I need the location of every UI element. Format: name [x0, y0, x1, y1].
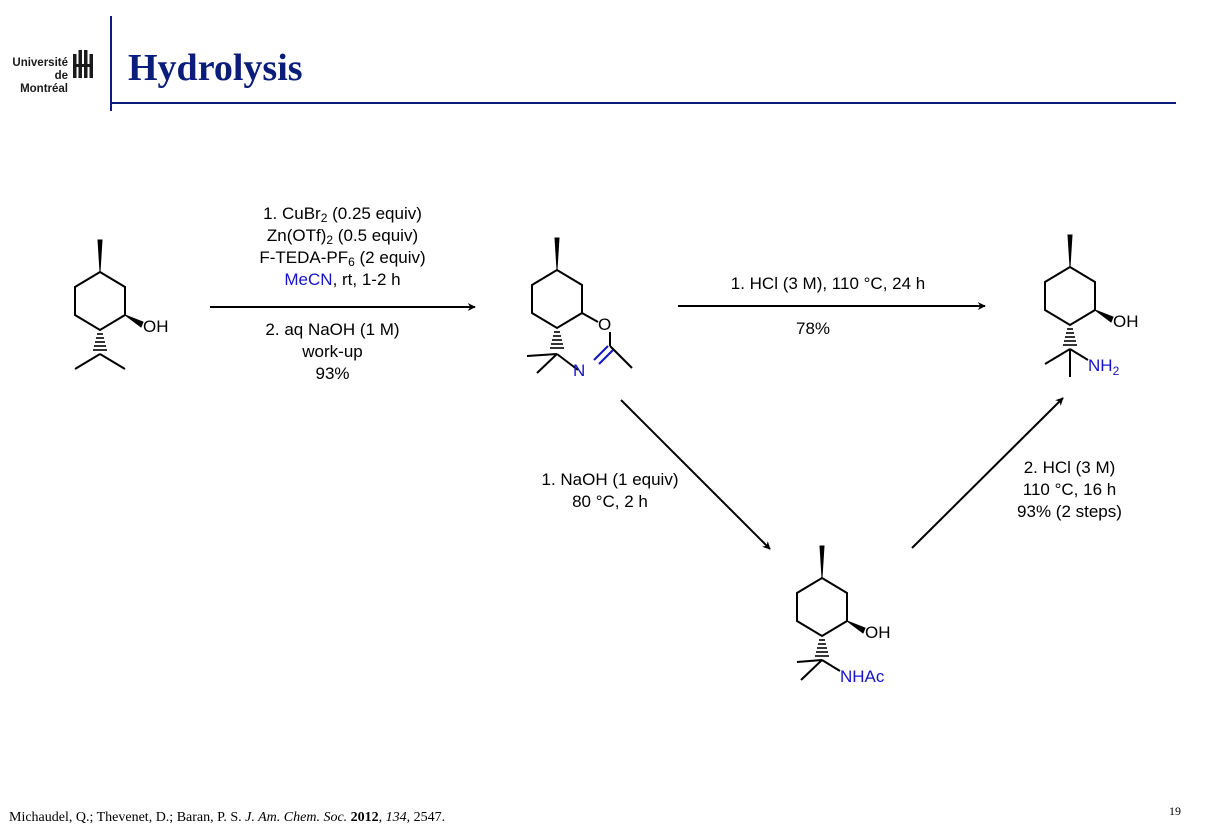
step4-line-1: 2. HCl (3 M) [1023, 458, 1116, 477]
logo-line2: de Montréal [20, 70, 68, 95]
step4-conditions: 2. HCl (3 M) 110 °C, 16 h 93% (2 steps) [992, 457, 1147, 523]
amino-alcohol-nh2-label: NH2 [1088, 356, 1120, 378]
oxazine-o-label: O [598, 315, 611, 334]
university-logo: Université de Montréal [6, 57, 68, 96]
citation-pages: , 2547. [406, 810, 446, 825]
menthol-structure [74, 239, 144, 370]
step2-upper-conditions: 1. HCl (3 M), 110 °C, 24 h [730, 274, 926, 293]
step1-yield: 93% [315, 364, 350, 383]
citation-authors: Michaudel, Q.; Thevenet, D.; Baran, P. S… [9, 810, 242, 825]
step1-lower-conditions: 2. aq NaOH (1 M) work-up 93% [210, 319, 455, 385]
reaction-arrow-3 [620, 399, 771, 550]
acetamide-oh-label: OH [865, 623, 891, 642]
solvent-label: MeCN [284, 270, 333, 289]
step1-upper-conditions: 1. CuBr2 (0.25 equiv) Zn(OTf)2 (0.5 equi… [210, 203, 475, 291]
citation-volume: 134 [385, 810, 407, 825]
logo-line1: Université [12, 57, 68, 69]
amino-alcohol-oh-label: OH [1113, 312, 1139, 331]
citation-year: 2012 [350, 810, 379, 825]
step1-line-2: Zn(OTf)2 (0.5 equiv) [266, 226, 419, 247]
citation-journal: J. Am. Chem. Soc. [245, 810, 348, 825]
step1-lower-line-2: work-up [302, 342, 363, 361]
step4-line-2: 110 °C, 16 h [1022, 480, 1117, 499]
step1-line-3: F-TEDA-PF6 (2 equiv) [259, 248, 426, 269]
amino-alcohol-structure [1044, 234, 1114, 377]
step1-line-4: MeCN, rt, 1-2 h [284, 270, 401, 289]
logo-emblem-icon [73, 50, 93, 78]
step1-lower-line-1: 2. aq NaOH (1 M) [265, 320, 400, 339]
acetamide-nhac-label: NHAc [840, 667, 885, 686]
page-title: Hydrolysis [128, 47, 303, 89]
step4-yield: 93% (2 steps) [1017, 502, 1122, 521]
step3-conditions: 1. NaOH (1 equiv) 80 °C, 2 h [520, 469, 700, 513]
menthol-oh-label: OH [143, 317, 169, 336]
page-number: 19 [1169, 804, 1181, 818]
header-vertical-rule [110, 16, 112, 111]
citation: Michaudel, Q.; Thevenet, D.; Baran, P. S… [9, 810, 446, 825]
oxazine-n-label: N [573, 361, 585, 380]
step3-line-1: 1. NaOH (1 equiv) [541, 470, 679, 489]
step1-line-1: 1. CuBr2 (0.25 equiv) [263, 204, 422, 225]
step3-line-2: 80 °C, 2 h [572, 492, 648, 511]
oxazine-structure [526, 237, 633, 374]
reaction-arrow-4 [911, 397, 1064, 549]
acetamide-structure [796, 545, 866, 681]
step2-yield: 78% [795, 319, 831, 338]
header-horizontal-rule [110, 102, 1176, 104]
